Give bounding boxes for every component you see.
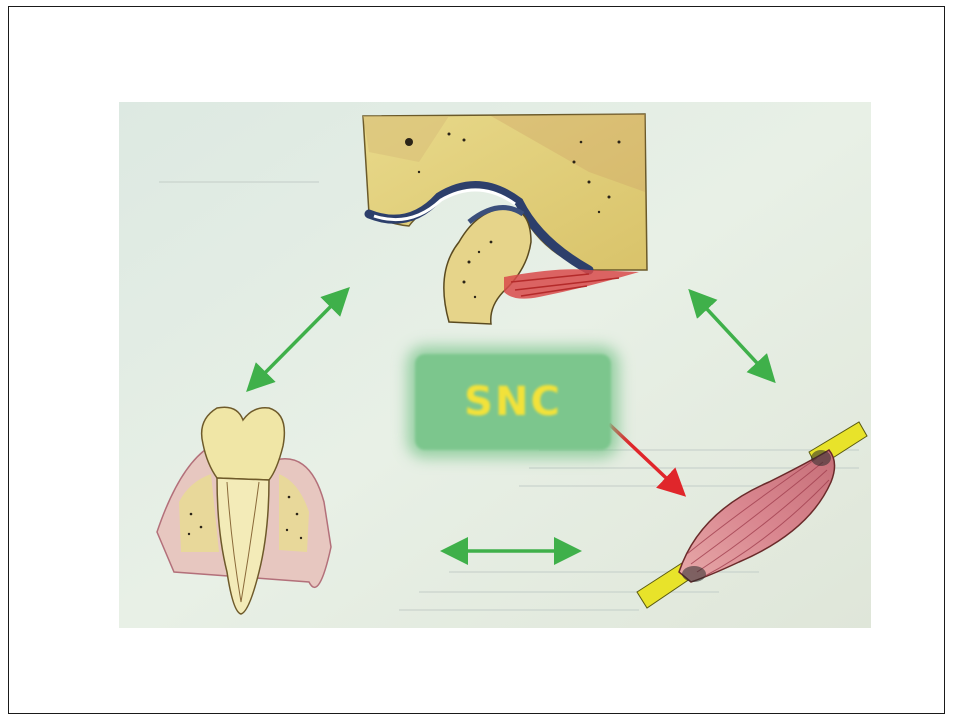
snc-box: SNC — [415, 354, 611, 450]
diagram-photo: SNC — [119, 102, 871, 628]
slide-frame: SNC — [8, 6, 945, 714]
snc-label: SNC — [464, 379, 562, 425]
